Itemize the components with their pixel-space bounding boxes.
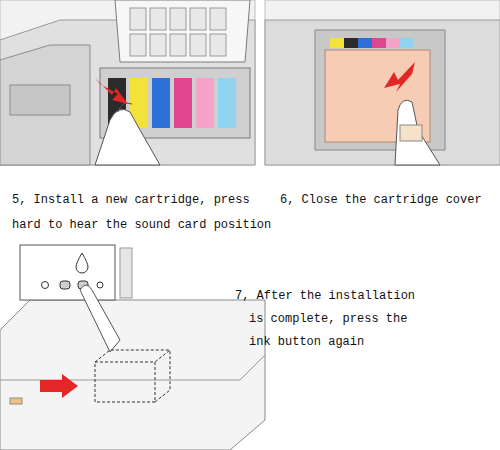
body-edge — [0, 380, 240, 381]
light-cyan-cartridge — [218, 78, 236, 128]
indicator-light — [10, 398, 22, 404]
paper-outline — [95, 350, 170, 362]
body-edge — [240, 355, 265, 380]
lid-cell — [210, 8, 226, 30]
finger — [118, 103, 132, 112]
magenta-cartridge — [372, 38, 386, 48]
press-arrow — [384, 62, 415, 92]
paper-arrow — [40, 374, 78, 398]
open-lid — [115, 0, 250, 62]
lid-cell — [190, 8, 206, 30]
ink-button-illustration — [0, 245, 265, 450]
panel-frame — [0, 0, 255, 165]
power-button — [60, 281, 70, 289]
printer-body — [0, 300, 265, 450]
cyan-cartridge — [152, 78, 170, 128]
hand — [95, 109, 160, 165]
install-cartridge-illustration — [0, 0, 255, 165]
paper-icon — [97, 282, 103, 288]
step-caption: 7, After the installation is complete, p… — [235, 285, 425, 354]
control-panel-inset — [20, 245, 115, 300]
printer-side — [0, 45, 90, 165]
cartridge-bay — [315, 30, 445, 150]
paper-outline — [95, 362, 155, 402]
close-cover-illustration — [265, 0, 500, 165]
light-magenta-cartridge — [196, 78, 214, 128]
cover-latch — [400, 125, 422, 141]
black-cartridge — [344, 38, 358, 48]
lid-cell — [130, 8, 146, 30]
printer-slot — [10, 85, 70, 115]
lid-cell — [170, 34, 186, 56]
press-arrow — [95, 78, 128, 104]
lid-cell — [130, 34, 146, 56]
ink-drop-icon — [76, 253, 88, 273]
lid-cell — [170, 8, 186, 30]
lid-grid — [130, 8, 226, 56]
cyan-cartridge — [358, 38, 372, 48]
paper-support — [120, 248, 132, 298]
yellow-cartridge — [330, 38, 344, 48]
power-icon — [42, 282, 49, 289]
hand — [395, 100, 440, 165]
panel-frame — [265, 0, 500, 165]
light-cyan-cartridge — [400, 38, 414, 48]
paper-outline — [155, 350, 170, 402]
lid-cell — [210, 34, 226, 56]
step-caption: 6, Close the cartridge cover — [280, 188, 495, 213]
lid-cell — [150, 34, 166, 56]
lid-cell — [150, 8, 166, 30]
lid-cell — [190, 34, 206, 56]
printer-body — [265, 20, 500, 165]
light-magenta-cartridge — [386, 38, 400, 48]
cartridge-cover — [325, 50, 430, 142]
pressing-finger — [80, 285, 120, 352]
step-caption: 5, Install a new cartridge, press hard t… — [12, 188, 277, 238]
magenta-cartridge — [174, 78, 192, 128]
